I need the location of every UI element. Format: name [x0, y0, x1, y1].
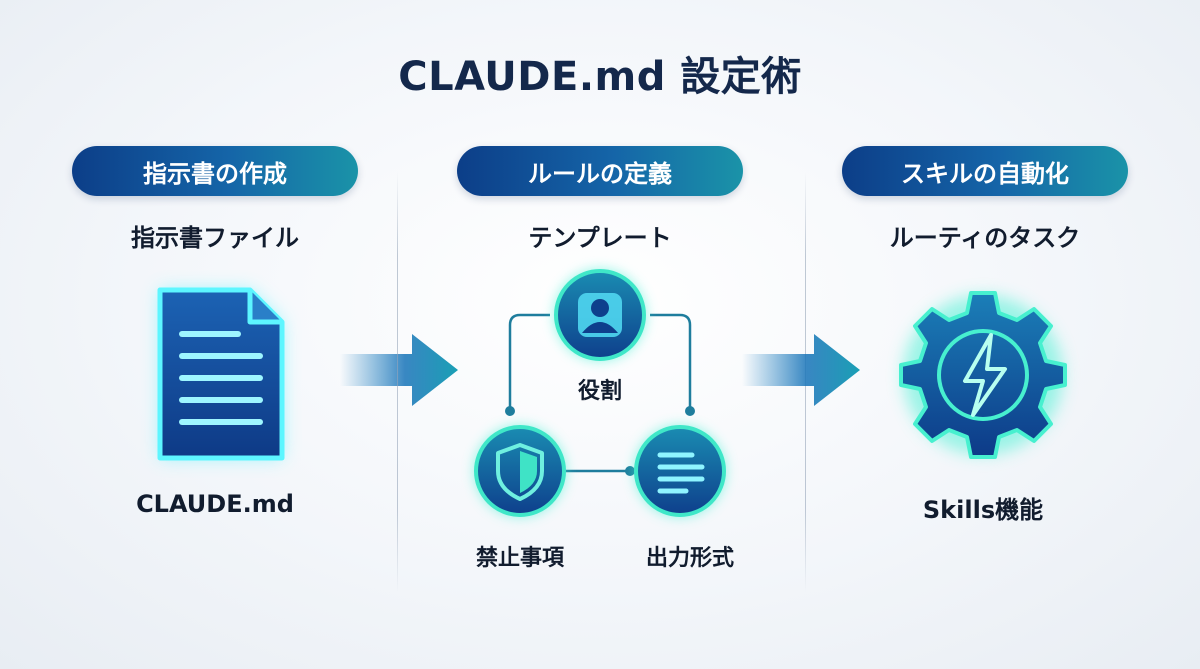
node-prohibitions [474, 425, 566, 517]
column-1-header: 指示書の作成 [72, 146, 358, 196]
arrow-right-icon [340, 334, 458, 406]
column-1-label: CLAUDE.md [136, 490, 294, 518]
node-prohibitions-label: 禁止事項 [475, 546, 564, 571]
node-role-label: 役割 [577, 379, 622, 404]
gear-lightning-icon [899, 291, 1067, 459]
arrow-right-icon [742, 334, 860, 406]
column-2-subtitle: テンプレート [528, 224, 672, 252]
node-role [554, 269, 646, 361]
node-output-format [634, 425, 726, 517]
page-title: CLAUDE.md 設定術 [398, 54, 802, 100]
node-output-format-label: 出力形式 [645, 546, 734, 571]
column-1-subtitle: 指示書ファイル [131, 224, 299, 252]
template-cycle-icon [474, 269, 726, 517]
column-3-subtitle: ルーティのタスク [889, 224, 1081, 252]
column-2-header: ルールの定義 [457, 146, 743, 196]
divider-left [397, 172, 398, 592]
column-3-header: スキルの自動化 [842, 146, 1128, 196]
document-icon [157, 287, 285, 461]
column-3-label: Skills機能 [922, 496, 1044, 524]
